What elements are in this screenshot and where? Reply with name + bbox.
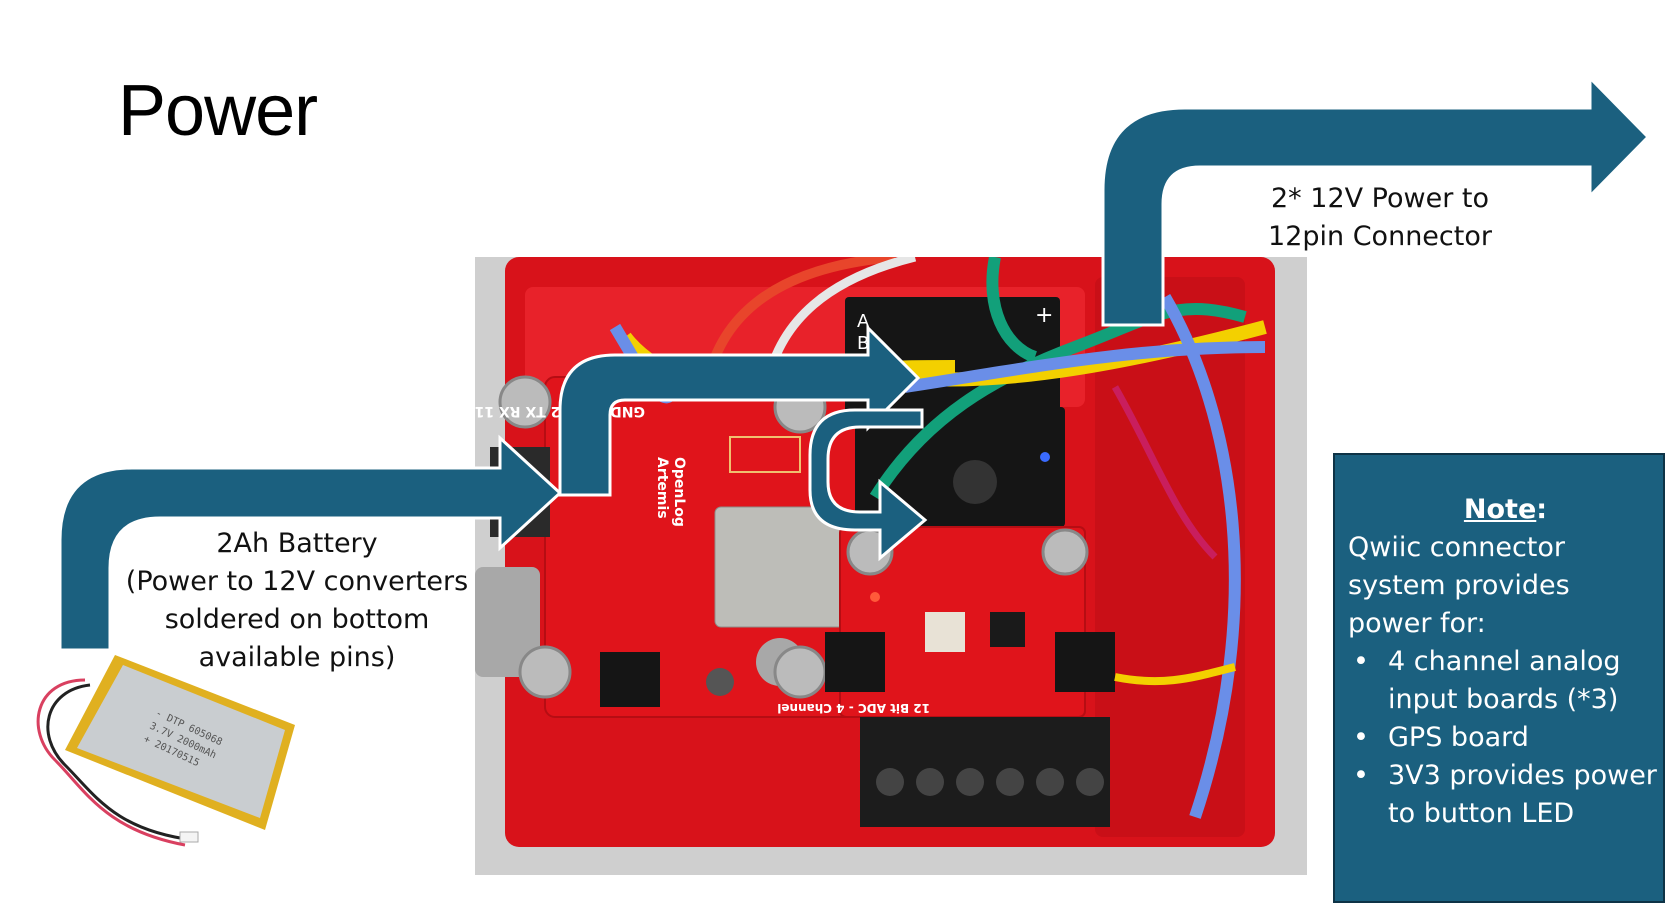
reset-button xyxy=(706,668,734,696)
battery-plug xyxy=(179,831,199,843)
note-list-item: 4 channel analog input boards (*3) xyxy=(1348,643,1663,719)
slide-title: Power xyxy=(118,71,318,151)
screw xyxy=(518,645,572,699)
arrow-battery-to-board xyxy=(58,434,563,652)
terminal-screw xyxy=(1036,768,1064,796)
screw xyxy=(498,375,552,429)
note-item-1-line2: input boards (*3) xyxy=(1388,684,1619,715)
wire-blue-3 xyxy=(1159,293,1241,819)
note-item-3-line1: 3V3 provides power xyxy=(1388,760,1657,791)
note-intro-line1: Qwiic connector xyxy=(1348,532,1566,563)
qwiic-connector-adc-left xyxy=(825,632,885,692)
note-title-text: Note xyxy=(1463,494,1537,525)
output-label: 2* 12V Power to 12pin Connector xyxy=(1220,180,1540,256)
terminal-screw xyxy=(956,768,984,796)
battery-label-line1: 2Ah Battery xyxy=(216,528,378,559)
note-box: Note: Qwiic connector system provides po… xyxy=(1333,453,1665,903)
battery-wire-red xyxy=(36,678,186,847)
battery-label-line2: (Power to 12V converters xyxy=(125,566,469,597)
usb-c-port xyxy=(475,567,540,677)
wire-green-2 xyxy=(986,257,1038,363)
output-label-line1: 2* 12V Power to xyxy=(1271,183,1489,214)
inductor xyxy=(953,460,997,504)
battery-label-line3: soldered on bottom xyxy=(164,604,430,635)
terminal-screw xyxy=(876,768,904,796)
terminal-screw xyxy=(1076,768,1104,796)
wire-blue-2 xyxy=(904,341,1266,393)
converter-mark-plus: + xyxy=(1035,303,1053,328)
adc-chip xyxy=(990,612,1025,647)
battery-wire-black xyxy=(46,683,194,842)
note-item-2-line1: GPS board xyxy=(1388,722,1529,753)
hardware-photo: OpenLog Artemis GND 3V3 32 TX RX 11 A B … xyxy=(475,257,1307,875)
battery-image: - DTP 605068 3.7V 2000mAh + 20170515 xyxy=(36,655,295,847)
board-name-2: Artemis xyxy=(654,457,670,519)
battery-label-area xyxy=(77,665,285,818)
adc-board-name: 12 Bit ADC - 4 Channel xyxy=(777,701,930,715)
qwiic-connector-main xyxy=(600,652,660,707)
battery-label-line4: available pins) xyxy=(198,642,396,673)
note-item-3-line2: to button LED xyxy=(1388,798,1575,829)
arrow-to-12pin-connector xyxy=(1101,74,1651,327)
terminal-screw xyxy=(996,768,1024,796)
note-title: Note: xyxy=(1348,491,1663,529)
terminal-screw xyxy=(916,768,944,796)
note-list-item: GPS board xyxy=(1348,719,1663,757)
qwiic-connector-adc-right xyxy=(1055,632,1115,692)
terminal-block xyxy=(860,717,1110,827)
board-name-1: OpenLog xyxy=(671,457,687,527)
note-item-1-line1: 4 channel analog xyxy=(1388,646,1621,677)
header-pins xyxy=(729,436,801,473)
arrow-converter-uturn xyxy=(808,408,928,562)
screw xyxy=(1041,528,1089,576)
note-list-item: 3V3 provides power to button LED xyxy=(1348,757,1663,833)
wire-yellow-3 xyxy=(1114,663,1236,686)
note-intro-line2: system provides xyxy=(1348,570,1570,601)
adc-power-led xyxy=(870,592,880,602)
note-title-colon: : xyxy=(1536,494,1548,525)
trim-pot xyxy=(925,612,965,652)
wire-pink xyxy=(1111,385,1218,560)
converter-led xyxy=(1040,452,1050,462)
note-intro-line3: power for: xyxy=(1348,608,1486,639)
output-label-line2: 12pin Connector xyxy=(1268,221,1492,252)
arrow-board-to-converter xyxy=(558,324,921,497)
wire-green xyxy=(869,302,1247,501)
battery-label: 2Ah Battery (Power to 12V converters sol… xyxy=(112,525,482,677)
converter-mark-b: B xyxy=(857,333,869,354)
note-list: 4 channel analog input boards (*3) GPS bo… xyxy=(1348,643,1663,833)
